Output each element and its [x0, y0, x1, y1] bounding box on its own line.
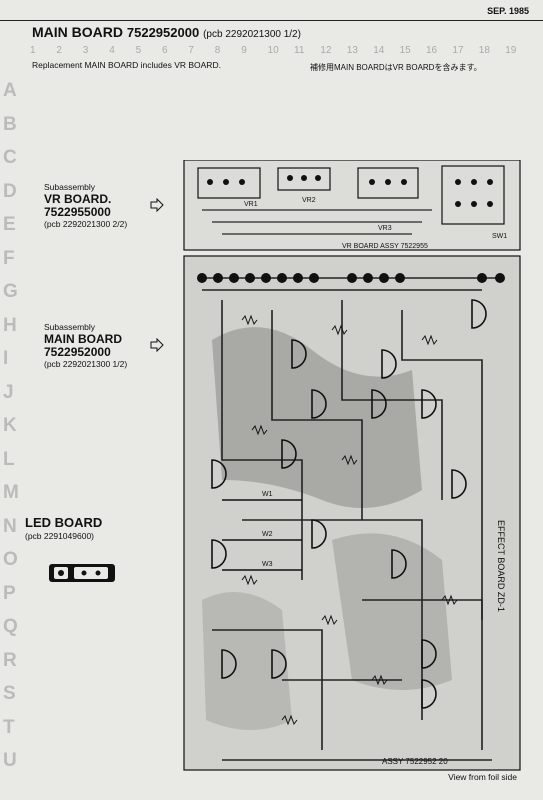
row-letter: I: [3, 348, 9, 369]
column-number: 9: [241, 45, 247, 56]
column-number: 14: [373, 45, 385, 56]
vr3-footprint: [357, 167, 419, 199]
row-letter: M: [3, 482, 19, 503]
row-letter: N: [3, 515, 17, 537]
row-letter: G: [3, 281, 18, 302]
vr1-label: VR1: [244, 201, 258, 208]
column-number: 17: [452, 45, 464, 56]
led-board-title: LED BOARD: [25, 515, 103, 530]
main-board-label: Subassembly MAIN BOARD 7522952000 (pcb 2…: [44, 322, 127, 370]
main-arrow-icon: [150, 338, 164, 352]
vr-arrow-icon: [150, 198, 164, 212]
column-number: 2: [56, 45, 62, 56]
led-board-image: [49, 564, 115, 582]
column-number: 1: [30, 45, 36, 56]
title-part-number: 7522952000: [126, 25, 200, 40]
row-letter: B: [3, 113, 17, 135]
vr-sub: Subassembly: [44, 182, 96, 192]
replacement-note-jp: 補修用MAIN BOARDはVR BOARDを含みます。: [310, 63, 482, 72]
main-assy-label: ASSY 7522952 20: [382, 757, 448, 766]
column-number: 7: [188, 45, 194, 56]
w2-label: W2: [262, 531, 273, 538]
column-number: 10: [267, 45, 279, 56]
date-label: SEP. 1985: [487, 6, 529, 16]
vr-pcb: (pcb 2292021300 2/2): [44, 219, 128, 229]
column-number: 18: [478, 45, 490, 56]
column-number: 16: [426, 45, 438, 56]
main-name: MAIN BOARD: [44, 332, 122, 346]
column-number: 4: [109, 45, 115, 56]
row-letter: E: [3, 214, 16, 235]
row-letter: R: [3, 649, 17, 671]
column-number: 15: [399, 45, 411, 56]
vr3-label: VR3: [378, 225, 392, 232]
sw1-label: SW1: [492, 233, 507, 240]
column-number: 3: [82, 45, 89, 56]
led-board-pcb: (pcb 2291049600): [25, 531, 95, 541]
row-letter: J: [3, 381, 14, 403]
main-pcb: (pcb 2292021300 1/2): [44, 359, 128, 369]
vr2-footprint: [277, 167, 331, 191]
pcb-layout-diagram: VR1 VR2 VR3 SW1 VR BOARD ASSY 7522955: [183, 160, 521, 771]
sw1-footprint: [441, 165, 505, 225]
vr-part: 7522955000: [44, 205, 111, 219]
w3-label: W3: [262, 561, 273, 568]
row-letter: S: [3, 683, 16, 704]
row-letter: D: [3, 180, 17, 202]
header-rule: [0, 20, 543, 21]
vr2-label: VR2: [302, 197, 316, 204]
row-letter: K: [3, 415, 17, 436]
vr-assy-label: VR BOARD ASSY 7522955: [342, 243, 428, 250]
row-letter: U: [3, 750, 17, 771]
column-number: 5: [135, 45, 142, 56]
vr-board-outline: [183, 160, 521, 251]
row-letter: Q: [3, 616, 18, 637]
row-letter: A: [3, 80, 17, 101]
row-letter: F: [3, 247, 15, 269]
title-pcb: (pcb 2292021300 1/2): [203, 29, 301, 40]
vr-name: VR BOARD.: [44, 192, 112, 206]
row-letter: H: [3, 314, 17, 336]
replacement-note: Replacement MAIN BOARD includes VR BOARD…: [32, 60, 221, 70]
row-letter: L: [3, 448, 15, 470]
title-text: MAIN BOARD: [32, 24, 123, 40]
column-number: 12: [320, 45, 332, 56]
main-part: 7522952000: [44, 345, 111, 359]
row-letter: O: [3, 549, 18, 570]
row-letter: P: [3, 582, 16, 604]
main-sub: Subassembly: [44, 322, 96, 332]
row-letter: T: [3, 716, 15, 738]
vr1-footprint: [197, 167, 261, 199]
page-title: MAIN BOARD 7522952000 (pcb 2292021300 1/…: [32, 24, 301, 40]
view-note: View from foil side: [448, 772, 517, 782]
column-number: 11: [294, 45, 305, 56]
column-number: 19: [505, 45, 517, 56]
column-number: 6: [162, 45, 168, 56]
vr-board-label: Subassembly VR BOARD. 7522955000 (pcb 22…: [44, 182, 127, 230]
w1-label: W1: [262, 491, 273, 498]
column-number: 8: [214, 45, 221, 56]
column-number: 13: [346, 45, 358, 56]
effect-board-label: EFFECT BOARD ZD-1: [496, 520, 506, 612]
row-letter: C: [3, 147, 17, 168]
